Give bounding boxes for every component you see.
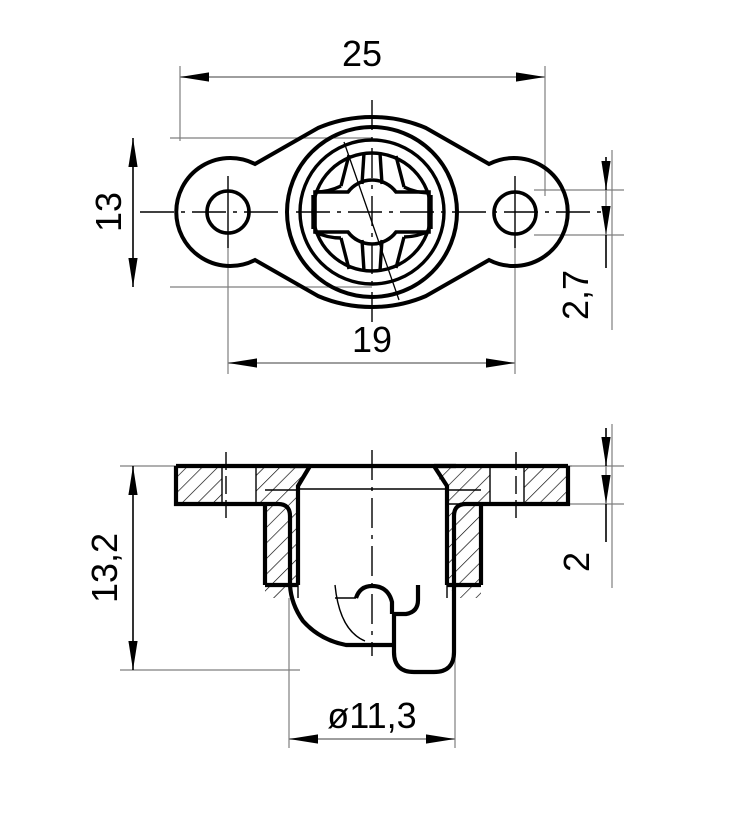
web-arc-ne xyxy=(403,185,430,195)
dimension-value-11-3: ø11,3 xyxy=(327,695,416,736)
web-3a xyxy=(339,237,351,270)
web-3b xyxy=(360,239,366,272)
dimension-value-25: 25 xyxy=(342,33,382,74)
top-view-bolt-holes xyxy=(205,189,538,236)
top-view-flange-outline xyxy=(174,114,570,310)
web-4b xyxy=(394,236,406,269)
web-arc-se xyxy=(403,229,430,239)
left-bolt-hole xyxy=(205,189,251,235)
hub-outer-circle xyxy=(285,125,459,299)
dimension-flange-thickness-2: 2 xyxy=(556,428,611,572)
dimension-total-height-13-2: 13,2 xyxy=(84,466,138,670)
section-bolt-hole-centerlines xyxy=(225,452,517,520)
top-view-radial-webs xyxy=(311,152,433,272)
web-1b xyxy=(360,152,366,185)
dimension-value-13: 13 xyxy=(88,192,129,232)
top-view-hub xyxy=(285,125,459,299)
web-arc-sw xyxy=(314,230,342,240)
hatch-left-flange-outer xyxy=(176,466,222,504)
dimension-bore-11-3: ø11,3 xyxy=(289,695,455,744)
section-cut-line xyxy=(343,141,400,301)
dimension-value-13-2: 13,2 xyxy=(84,533,125,603)
top-view-extension-lines xyxy=(170,66,624,374)
dimension-value-19: 19 xyxy=(352,319,392,360)
web-1a xyxy=(339,154,351,187)
dimension-overall-width-25: 25 xyxy=(180,33,545,82)
web-2b xyxy=(394,155,406,188)
hub-inner-circle xyxy=(298,138,446,286)
section-outline xyxy=(173,463,571,675)
top-view-centerlines xyxy=(140,100,604,326)
thin-hook-arc xyxy=(334,584,366,642)
web-2a xyxy=(378,152,384,185)
web-4a xyxy=(378,239,384,272)
dimension-hole-spacing-19: 19 xyxy=(228,319,515,368)
dimension-value-2-7: 2,7 xyxy=(555,270,596,320)
dimension-tab-height-2-7: 2,7 xyxy=(555,157,611,320)
web-arc-nw xyxy=(314,184,342,194)
hatch-right-flange-outer xyxy=(524,466,568,504)
right-bolt-hole xyxy=(492,190,538,236)
dimension-flange-height-13: 13 xyxy=(88,138,138,287)
dimension-value-2: 2 xyxy=(556,552,597,572)
